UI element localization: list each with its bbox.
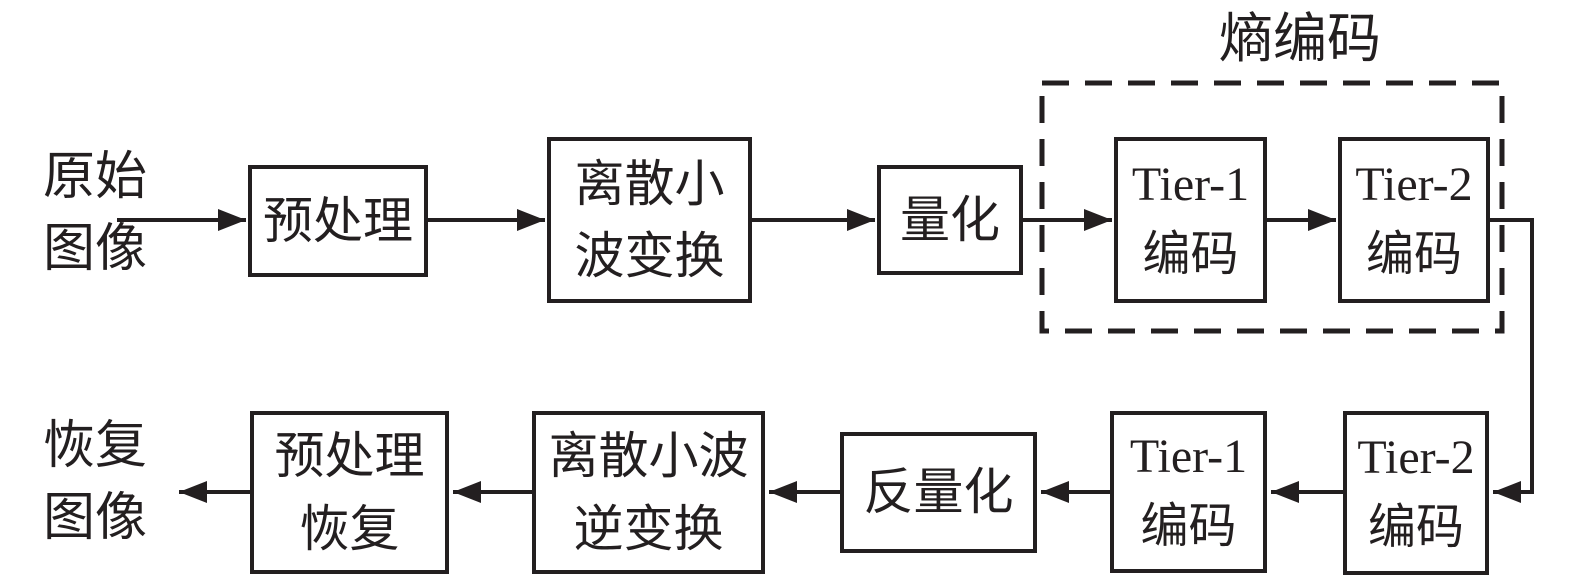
block-idwt: 离散小波 逆变换 xyxy=(532,411,765,574)
block-dwt: 离散小 波变换 xyxy=(547,137,752,303)
block-label: Tier-1 编码 xyxy=(1129,430,1248,553)
block-label: Tier-2 编码 xyxy=(1355,158,1473,281)
original-image-label: 原始 图像 xyxy=(42,149,147,278)
block-label: 预处理 恢复 xyxy=(274,428,425,557)
block-label: 预处理 xyxy=(263,192,413,249)
block-label: Tier-1 编码 xyxy=(1131,158,1250,281)
recovered-image-label: 恢复 图像 xyxy=(42,418,147,547)
block-quantize: 量化 xyxy=(877,165,1023,275)
connector-encoder-to-decoder xyxy=(1490,218,1534,503)
block-tier2-decode: Tier-2 编码 xyxy=(1343,411,1489,575)
block-tier2-encode: Tier-2 编码 xyxy=(1338,137,1490,303)
block-tier1-decode: Tier-1 编码 xyxy=(1110,411,1267,573)
block-label: Tier-2 编码 xyxy=(1357,431,1475,554)
block-label: 量化 xyxy=(900,191,1000,248)
block-preprocess-restore: 预处理 恢复 xyxy=(250,411,449,574)
block-preprocess: 预处理 xyxy=(248,165,428,277)
entropy-coding-group-frame xyxy=(1039,80,1505,334)
entropy-coding-label: 熵编码 xyxy=(1219,9,1381,69)
block-tier1-encode: Tier-1 编码 xyxy=(1114,137,1267,303)
block-label: 反量化 xyxy=(863,464,1014,521)
block-label: 离散小波 逆变换 xyxy=(548,428,749,557)
block-dequantize: 反量化 xyxy=(840,432,1037,553)
block-label: 离散小 波变换 xyxy=(574,155,725,285)
